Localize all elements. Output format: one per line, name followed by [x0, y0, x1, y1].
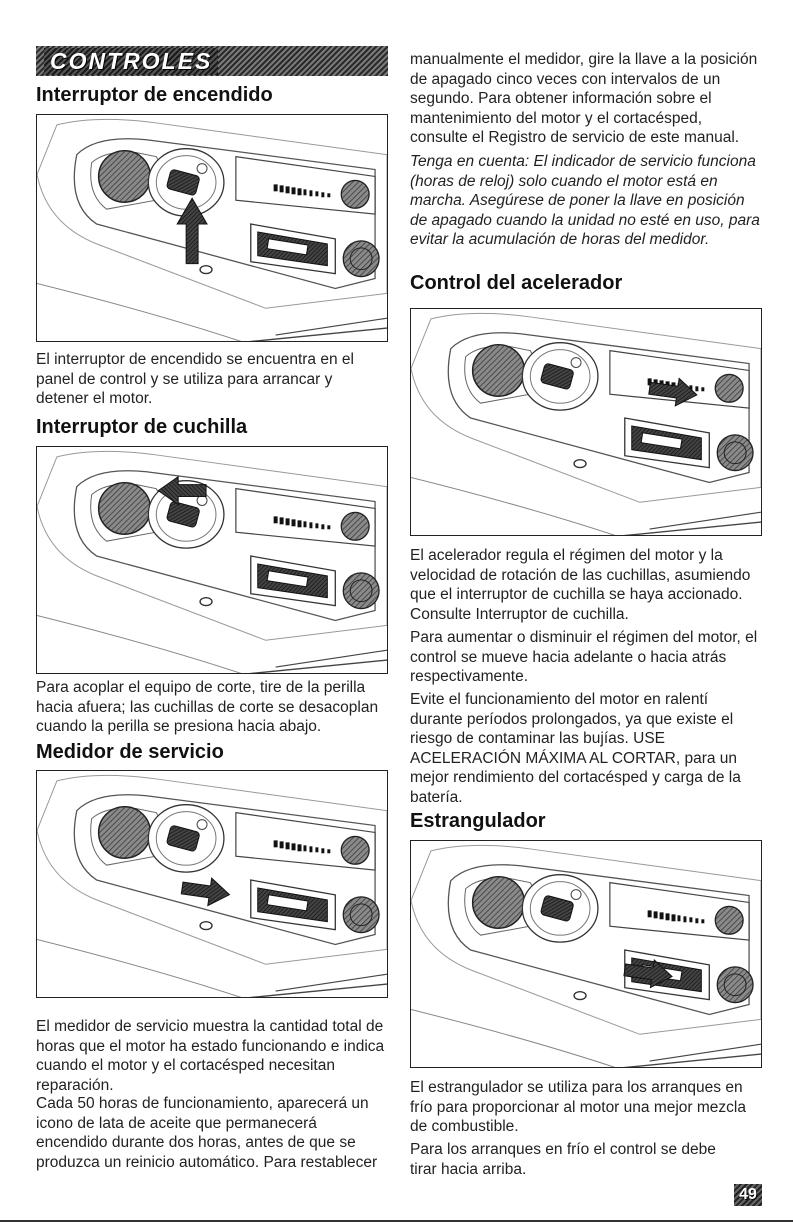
text-throttle-1: El acelerador regula el régimen del moto… — [410, 547, 751, 623]
text-meter-3: manualmente el medidor, gire la llave a … — [410, 51, 758, 147]
text-meter-1: El medidor de servicio muestra la cantid… — [36, 1018, 385, 1094]
section-banner: CONTROLES — [36, 46, 388, 76]
text-throttle-2: Para aumentar o disminuir el régimen del… — [410, 629, 758, 686]
heading-throttle: Control del acelerador — [410, 272, 623, 294]
figure-ignition-switch — [36, 114, 388, 342]
banner-title: CONTROLES — [44, 47, 219, 75]
text-throttle-3: Evite el funcionamiento del motor en ral… — [410, 691, 741, 806]
bottom-rule — [0, 1220, 793, 1222]
text-choke-2: Para los arranques en frío el control se… — [410, 1141, 716, 1178]
text-ignition: El interruptor de encendido se encuentra… — [36, 351, 354, 408]
heading-choke: Estrangulador — [410, 810, 546, 832]
text-meter-2: Cada 50 horas de funcionamiento, aparece… — [36, 1095, 378, 1171]
text-choke-1: El estrangulador se utiliza para los arr… — [410, 1079, 746, 1136]
heading-meter: Medidor de servicio — [36, 741, 224, 763]
figure-throttle-control — [410, 308, 762, 536]
heading-ignition: Interruptor de encendido — [36, 84, 273, 106]
text-meter-note: Tenga en cuenta: El indicador de servici… — [410, 153, 760, 249]
figure-blade-switch — [36, 446, 388, 674]
text-blade: Para acoplar el equipo de corte, tire de… — [36, 679, 379, 736]
figure-service-meter — [36, 770, 388, 998]
heading-blade: Interruptor de cuchilla — [36, 416, 248, 438]
figure-choke — [410, 840, 762, 1068]
page-number: 49 — [734, 1184, 762, 1206]
